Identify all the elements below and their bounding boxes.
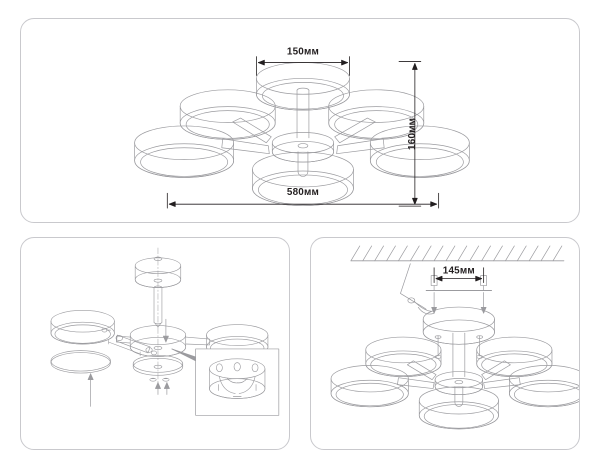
drum-shade-exploded-left [50, 309, 115, 374]
vertical-rod-stub-install [454, 386, 464, 407]
drum-shade-install-lower-left [330, 365, 409, 408]
dimension-bracket-spacing [433, 267, 485, 283]
cup-hanging-screws [434, 335, 483, 359]
assembly-arrow-up-left [87, 373, 94, 407]
center-hub-exploded [116, 325, 210, 357]
chandelier-figure-install [330, 336, 579, 430]
assembly-arrow-up-screw [163, 382, 170, 395]
dimension-label-top-width: 150мм [287, 47, 319, 58]
main-drawing-svg: 150мм 160мм 580мм [134, 47, 470, 209]
center-hub-install [434, 371, 483, 396]
drum-shade-install-upper-right [476, 336, 553, 378]
chandelier-figure-main [134, 62, 470, 207]
drum-shade-install-front [418, 386, 499, 430]
install-drawing-svg: 145мм [330, 245, 579, 430]
drum-shade-upper-right [328, 89, 425, 140]
panel-main-dimensions: 150мм 160мм 580мм [20, 18, 580, 223]
drum-shade-rear [256, 62, 350, 111]
drum-shade-lower-left [134, 125, 235, 178]
vertical-rod-install [452, 332, 466, 378]
mounting-bracket [425, 275, 493, 291]
assembly-arrows [87, 318, 170, 407]
panel-exploded-assembly [20, 237, 290, 450]
drum-shade-install-lower-right [509, 365, 579, 408]
vertical-rod-upper [296, 87, 310, 139]
drum-shade-install-upper-left [365, 336, 442, 378]
chandelier-arms [221, 117, 385, 155]
hub-screws [149, 377, 170, 382]
hatched-ceiling [350, 245, 565, 262]
rod-segment [153, 285, 163, 328]
ceiling-cup [134, 257, 182, 288]
anchor-screws [431, 292, 487, 314]
center-hub [271, 132, 335, 163]
assembly-arrow-down-rod [162, 318, 169, 343]
wiring-detail-callout [195, 348, 280, 416]
assembly-drawing-svg [50, 247, 280, 416]
dimension-label-bottom-width: 580мм [287, 187, 319, 198]
vertical-rod-lower [297, 151, 309, 177]
dimension-label-right-height: 160мм [407, 118, 418, 150]
drum-shade-upper-left [179, 89, 276, 140]
assembly-arrow-up-center [155, 382, 161, 395]
drum-shade-front [252, 151, 354, 207]
dimension-right-height [398, 61, 422, 207]
safety-hook [400, 263, 435, 315]
panel-ceiling-installation: 145мм [310, 237, 580, 450]
ceiling-cup-install [422, 306, 495, 345]
dimension-top-width [256, 56, 350, 76]
dimension-bottom-width [166, 192, 440, 209]
detachable-arm [101, 327, 157, 356]
chandelier-arms-install [397, 360, 521, 389]
dimension-label-bracket-spacing: 145мм [443, 266, 475, 277]
hub-cover-ring [132, 354, 184, 376]
drum-shade-lower-right [369, 125, 470, 178]
